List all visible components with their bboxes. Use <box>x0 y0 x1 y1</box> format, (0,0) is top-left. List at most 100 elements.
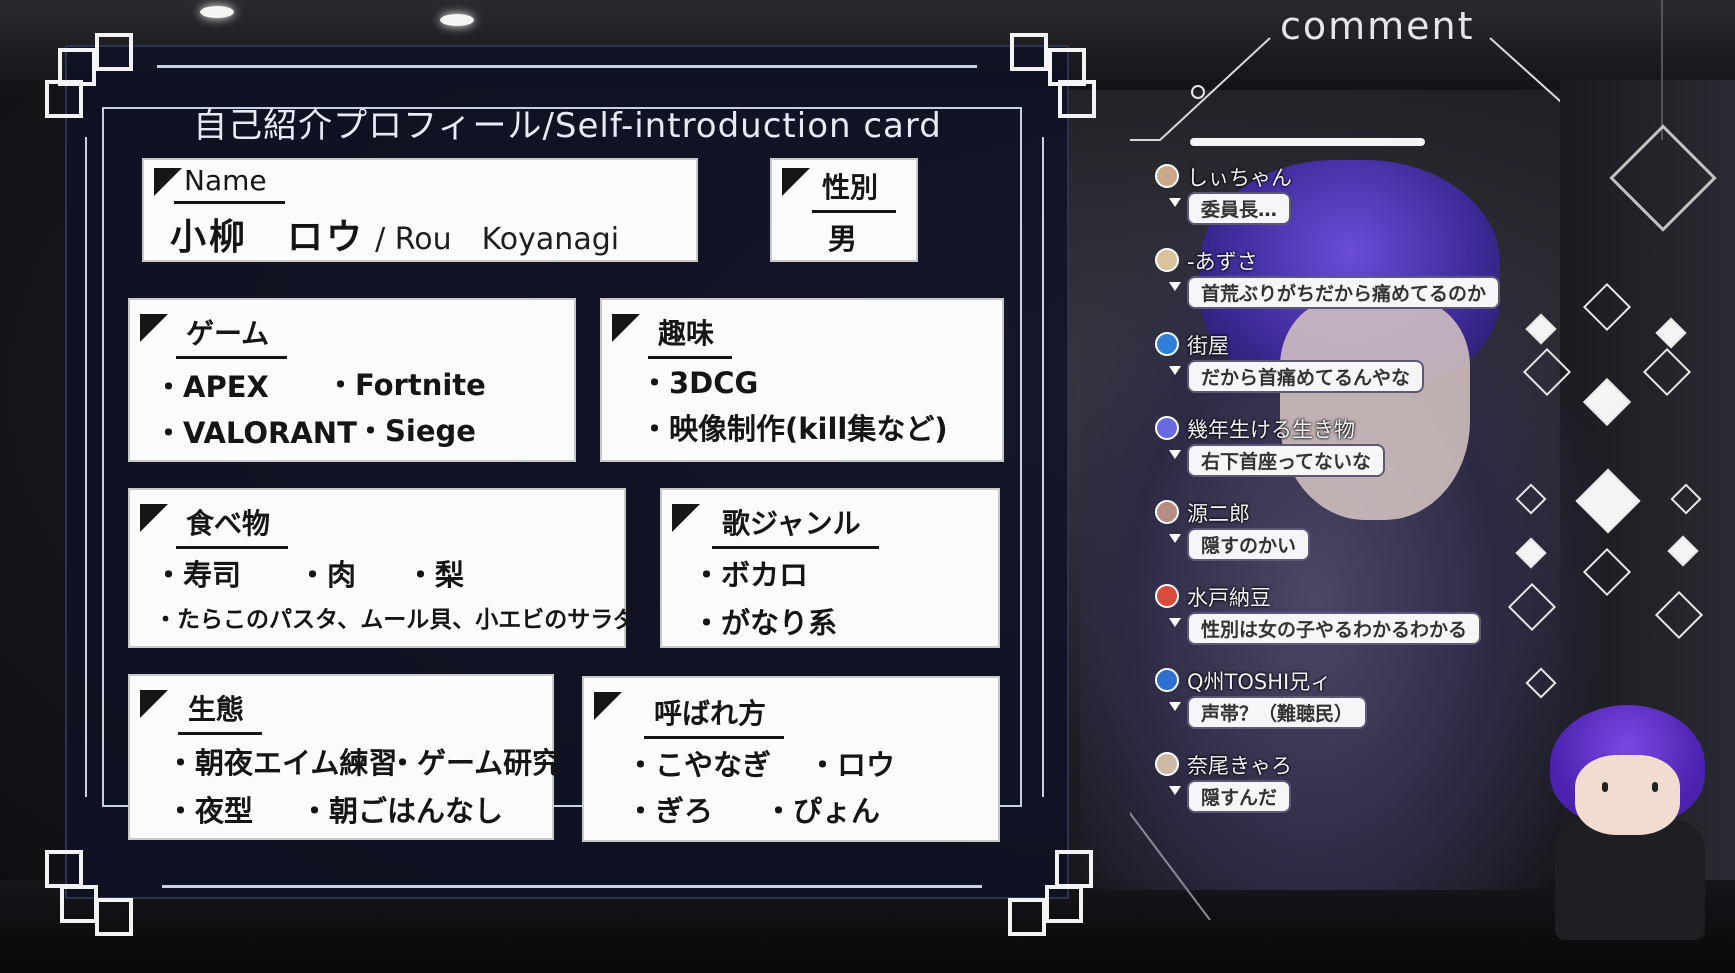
mini-avatar-body <box>1555 820 1705 940</box>
bubble-tail <box>1169 366 1181 375</box>
nickname-item: ・ロウ <box>808 748 896 782</box>
mini-avatar-face <box>1575 755 1680 835</box>
commenter-name: 幾年生ける生き物 <box>1187 418 1355 442</box>
game-item: ・APEX <box>154 370 269 404</box>
song-genre-box: 歌ジャンル ・ボカロ ・がなり系 <box>660 488 1000 648</box>
nickname-item: ・ぎろ <box>626 794 714 828</box>
card-title: 自己紹介プロフィール/Self-introduction card <box>193 106 942 146</box>
comment-text: 隠すんだ <box>1187 780 1292 813</box>
mini-avatar-eye <box>1652 782 1658 792</box>
commenter-name: 街屋 <box>1187 334 1229 358</box>
comment-header-bar <box>1190 138 1425 146</box>
gender-value: 男 <box>828 222 858 256</box>
corner-triangle <box>594 692 622 720</box>
commenter-avatar <box>1155 416 1179 440</box>
frame-line <box>162 885 982 888</box>
commenter-avatar <box>1155 248 1179 272</box>
frame-line <box>102 107 104 807</box>
corner-triangle <box>140 690 168 718</box>
hobby-item: ・映像制作(kill集など) <box>640 412 948 446</box>
corner-square <box>1008 898 1046 936</box>
mini-avatar-eye <box>1602 782 1608 792</box>
name-jp: 小柳 ロウ <box>170 217 366 258</box>
comment-text: だから首痛めてるんやな <box>1187 360 1425 393</box>
corner-square <box>60 885 98 923</box>
comment-text: 委員長… <box>1187 192 1292 225</box>
comment-text: 首荒ぶりがちだから痛めてるのか <box>1187 276 1501 309</box>
game-item: ・Siege <box>356 414 476 448</box>
corner-square <box>45 850 83 888</box>
food-item: ・肉 <box>298 558 357 592</box>
ceiling-light <box>200 6 234 18</box>
bubble-tail <box>1169 450 1181 459</box>
gender-box: 性別 男 <box>770 158 918 262</box>
nicknames-label: 呼ばれ方 <box>644 692 785 739</box>
nickname-item: ・ぴょん <box>764 794 881 828</box>
nickname-item: ・こやなぎ <box>626 748 772 782</box>
commenter-name: 源二郎 <box>1187 502 1250 526</box>
frame-line <box>102 107 1022 109</box>
name-en: / Rou Koyanagi <box>375 222 620 257</box>
name-box: Name 小柳 ロウ / Rou Koyanagi <box>142 158 698 262</box>
commenter-avatar <box>1155 164 1179 188</box>
corner-square <box>95 898 133 936</box>
bubble-tail <box>1169 534 1181 543</box>
corner-triangle <box>782 168 810 196</box>
gender-label: 性別 <box>812 166 897 213</box>
comment-text: 隠すのかい <box>1187 528 1311 561</box>
commenter-avatar <box>1155 668 1179 692</box>
song-genre-item: ・ボカロ <box>692 558 809 592</box>
hobby-item: ・3DCG <box>640 366 759 400</box>
frame-line <box>85 137 87 797</box>
nicknames-box: 呼ばれ方 ・こやなぎ ・ロウ ・ぎろ ・ぴょん <box>582 676 1000 842</box>
ecology-item: ・朝ごはんなし <box>300 794 504 828</box>
hobby-box: 趣味 ・3DCG ・映像制作(kill集など) <box>600 298 1004 462</box>
game-item: ・Fortnite <box>326 368 486 402</box>
corner-triangle <box>140 314 168 342</box>
commenter-avatar <box>1155 500 1179 524</box>
ecology-item: ・夜型 <box>166 794 254 828</box>
comment-text: 声帯？（難聴民） <box>1187 696 1368 729</box>
song-genre-item: ・がなり系 <box>692 606 838 640</box>
ecology-item: ・朝夜エイム練習 <box>166 746 398 780</box>
corner-square <box>95 33 133 71</box>
comment-text: 性別は女の子やるわかるわかる <box>1187 612 1482 645</box>
ecology-box: 生態 ・朝夜エイム練習 ・ゲーム研究 ・夜型 ・朝ごはんなし <box>128 674 561 840</box>
commenter-name: しぃちゃん <box>1187 166 1292 190</box>
corner-square <box>1055 850 1093 888</box>
corner-triangle <box>140 504 168 532</box>
frame-line <box>102 805 1022 807</box>
lamp-cord <box>1661 0 1663 140</box>
comment-frame <box>1130 37 1560 920</box>
corner-square <box>1045 885 1083 923</box>
corner-square <box>1010 33 1048 71</box>
game-item: ・VALORANT <box>154 416 357 450</box>
ecology-label: 生態 <box>178 688 263 735</box>
commenter-name: 奈尾きゃろ <box>1187 754 1292 778</box>
comment-title: comment <box>1280 4 1475 48</box>
bubble-tail <box>1169 702 1181 711</box>
corner-square <box>58 48 96 86</box>
commenter-avatar <box>1155 584 1179 608</box>
bubble-tail <box>1169 198 1181 207</box>
name-value: 小柳 ロウ / Rou Koyanagi <box>170 208 619 260</box>
name-label: Name <box>174 164 285 204</box>
bubble-tail <box>1169 282 1181 291</box>
ceiling-light <box>440 14 474 26</box>
commenter-name: -あずさ <box>1187 250 1258 274</box>
ecology-item: ・ゲーム研究 <box>388 746 562 780</box>
frame-line <box>1042 137 1044 797</box>
corner-triangle <box>672 504 700 532</box>
corner-triangle <box>612 314 640 342</box>
corner-square <box>1048 48 1086 86</box>
hobby-label: 趣味 <box>648 312 733 359</box>
commenter-name: 水戸納豆 <box>1187 586 1271 610</box>
commenter-avatar <box>1155 752 1179 776</box>
food-box: 食べ物 ・寿司 ・肉 ・梨 ・たらこのパスタ、ムール貝、小エビのサラダ <box>128 488 636 648</box>
food-item: ・梨 <box>406 558 465 592</box>
commenter-name: Q州TOSHI兄ィ <box>1187 670 1332 694</box>
comment-text: 右下首座ってないな <box>1187 444 1386 477</box>
game-box: ゲーム ・APEX ・Fortnite ・VALORANT ・Siege <box>128 298 576 462</box>
song-genre-label: 歌ジャンル <box>712 502 879 549</box>
game-label: ゲーム <box>176 312 288 359</box>
